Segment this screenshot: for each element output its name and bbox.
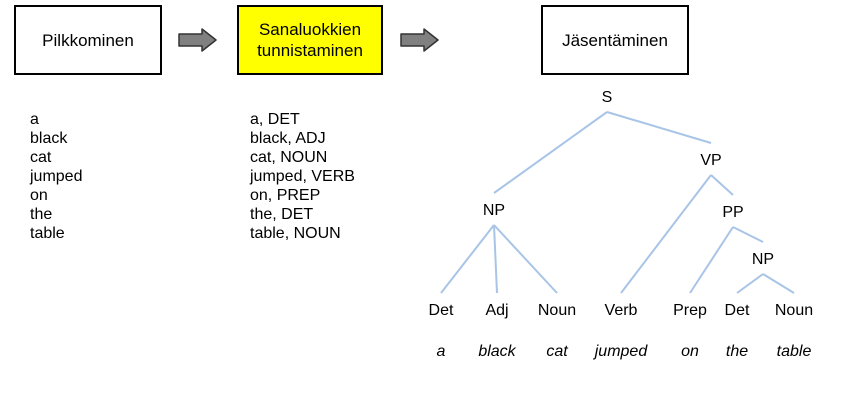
tree-edge-np1-det1 <box>440 224 495 294</box>
tree-word-on: on <box>681 343 699 360</box>
token-item: a <box>30 111 39 128</box>
tree-word-table: table <box>777 343 812 360</box>
token-item: the <box>30 206 53 223</box>
tokenization-stage-box: Pilkkominen <box>14 5 162 75</box>
tree-edge-s-np1 <box>493 111 608 194</box>
tagged-token-item: a, DET <box>250 111 300 128</box>
tree-word-cat: cat <box>546 343 568 360</box>
tagged-token-list: a, DET black, ADJ cat, NOUN jumped, VERB… <box>250 110 355 243</box>
tree-word-black: black <box>478 343 516 360</box>
tree-word-the: the <box>726 343 748 360</box>
tree-node-vp: VP <box>700 152 721 169</box>
tree-edge-np2-det2 <box>736 273 764 294</box>
tree-word-a: a <box>437 343 446 360</box>
tokenization-stage-label: Pilkkominen <box>42 30 134 50</box>
tagged-token-item: jumped, VERB <box>250 168 355 185</box>
parsing-stage-label: Jäsentäminen <box>562 30 668 50</box>
tree-node-det2: Det <box>725 302 750 319</box>
tree-edge-vp-verb <box>620 174 712 294</box>
tree-edge-np2-noun2 <box>762 273 795 294</box>
tree-node-prep: Prep <box>673 302 707 319</box>
tagged-token-item: black, ADJ <box>250 130 326 147</box>
tagged-token-item: table, NOUN <box>250 225 341 242</box>
tree-node-det1: Det <box>429 302 454 319</box>
tree-edge-pp-np2 <box>732 226 764 243</box>
pos-tagging-stage-label: Sanaluokkien tunnistaminen <box>257 20 363 60</box>
tree-edge-np1-noun1 <box>493 224 558 294</box>
token-item: jumped <box>30 168 83 185</box>
tree-edge-vp-pp <box>710 174 734 196</box>
tree-node-np1: NP <box>483 202 505 219</box>
tree-edge-s-vp <box>606 111 712 144</box>
right-arrow-icon <box>400 28 439 52</box>
tree-node-noun1: Noun <box>538 302 576 319</box>
parsing-stage-box: Jäsentäminen <box>541 5 689 75</box>
tagged-token-item: the, DET <box>250 206 314 223</box>
tree-node-verb: Verb <box>605 302 638 319</box>
tree-node-noun2: Noun <box>775 302 813 319</box>
tree-edge-np1-adj <box>493 224 498 294</box>
tree-word-jumped: jumped <box>593 343 649 360</box>
tree-edge-pp-prep <box>689 226 734 294</box>
token-list: a black cat jumped on the table <box>30 110 82 243</box>
tree-node-adj: Adj <box>485 302 508 319</box>
tagged-token-item: on, PREP <box>250 187 321 204</box>
pos-tagging-stage-box: Sanaluokkien tunnistaminen <box>237 5 383 75</box>
right-arrow-icon <box>178 28 217 52</box>
token-item: black <box>30 130 68 147</box>
tree-node-pp: PP <box>722 204 743 221</box>
tagged-token-item: cat, NOUN <box>250 149 328 166</box>
tree-node-s: S <box>602 89 613 106</box>
tree-node-np2: NP <box>752 251 774 268</box>
token-item: cat <box>30 149 52 166</box>
token-item: on <box>30 187 48 204</box>
token-item: table <box>30 225 65 242</box>
